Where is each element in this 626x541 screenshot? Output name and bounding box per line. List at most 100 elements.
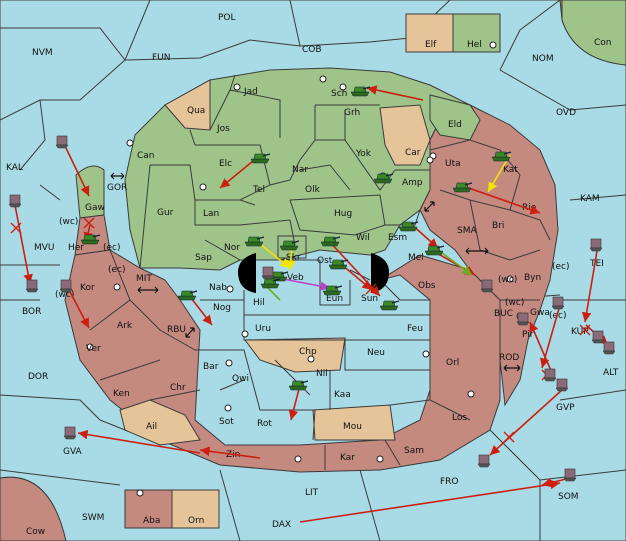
land-car: Car: [405, 148, 421, 158]
coast-gwa-wc: (wc): [505, 298, 524, 308]
land-elc: Elc: [219, 159, 232, 169]
land-wil: Wil: [356, 233, 370, 243]
sea-gvp: GVP: [556, 403, 575, 413]
strait-cap-right: [371, 253, 389, 293]
fleet-hil: [261, 266, 275, 280]
land-uta: Uta: [445, 159, 461, 169]
land-gaw: Gaw: [85, 203, 105, 213]
sea-ovd: OVD: [556, 108, 576, 118]
link-markers: [110, 172, 521, 372]
fleet-smw: [480, 279, 494, 293]
land-lan: Lan: [203, 209, 219, 219]
land-car[interactable]: [379, 104, 431, 166]
land-chp[interactable]: [244, 337, 346, 373]
coast-kor-wc: (wc): [55, 290, 74, 300]
sea-buc: BUC: [494, 309, 513, 319]
land-ost: Ost: [317, 256, 333, 266]
fleet-tei: [589, 238, 603, 252]
land-nar: Nar: [292, 165, 308, 175]
coast-byn-ec: (ec): [552, 262, 570, 272]
land-orl: Orl: [446, 358, 459, 368]
land-bar: Bar: [203, 362, 219, 372]
sea-gor: GOR: [107, 183, 127, 193]
sea-mit: MIT: [136, 274, 152, 284]
land-nab: Nab: [209, 283, 227, 293]
land-kaa: Kaa: [334, 390, 351, 400]
land-sot: Sot: [219, 417, 234, 427]
sea-mvu: MVU: [34, 243, 55, 253]
sea-dax: DAX: [272, 520, 291, 530]
fleet-gva: [63, 426, 77, 440]
land-aba[interactable]: [124, 489, 173, 529]
sea-gva: GVA: [63, 447, 83, 457]
fleet-fro: [477, 454, 491, 468]
order-green-1: [437, 249, 473, 276]
sea-nvm: NVM: [32, 48, 53, 58]
province-borders: [89, 74, 551, 470]
sea-cob: COB: [302, 45, 322, 55]
fleet-kup: [591, 330, 605, 344]
land-eun: Eun: [326, 294, 343, 304]
coast-tags: (wc) (ec) (ec) (wc) (wc) (ec) (wc) (ec): [55, 217, 570, 321]
land-veb: Veb: [287, 273, 304, 283]
strait-cap-left: [238, 253, 256, 293]
land-mass-east[interactable]: [419, 104, 559, 407]
sea-con: Con: [594, 38, 612, 48]
land-ark: Ark: [117, 321, 133, 331]
legend-left-label: Elf: [425, 40, 437, 50]
sea-kam: KAM: [580, 194, 600, 204]
land-chr: Chr: [170, 383, 186, 393]
fleet-gvp: [555, 378, 569, 392]
land-mel: Mel: [408, 253, 424, 263]
legend-right-label: Hel: [467, 40, 482, 50]
orders-red: [14, 85, 609, 523]
land-hug: Hug: [334, 209, 352, 219]
sea-nom: NOM: [532, 54, 554, 64]
sea-rbu: RBU: [167, 325, 186, 335]
land-her: Her: [68, 243, 84, 253]
fleet-gwa: [551, 296, 565, 310]
fleet-kal: [8, 194, 22, 208]
land-kat: Kat: [503, 165, 518, 175]
land-mou: Mou: [343, 422, 362, 432]
land-tel: Tel: [252, 185, 265, 195]
land-orn[interactable]: [171, 489, 220, 529]
land-feu: Feu: [407, 324, 423, 334]
sea-kup: KUP: [571, 327, 589, 337]
sea-pol: POL: [218, 13, 236, 23]
land-byn: Byn: [524, 273, 541, 283]
order-purple-1: [277, 277, 331, 291]
land-sun: Sun: [361, 294, 378, 304]
land-ver: Ver: [86, 344, 101, 354]
sea-tei: TEI: [589, 259, 604, 269]
land-mou[interactable]: [312, 404, 396, 441]
coast-gwa-ec: (ec): [549, 311, 567, 321]
sea-lit: LIT: [305, 488, 319, 498]
fleet-kor: [59, 279, 73, 293]
sea-fun: FUN: [152, 53, 171, 63]
sea-swm: SWM: [82, 513, 104, 523]
fleet-som: [563, 468, 577, 482]
land-pir: Pir: [522, 330, 534, 340]
land-kor: Kor: [80, 283, 95, 293]
land-chp: Chp: [299, 347, 317, 357]
sea-labels: POL NVM FUN COB NOM Con OVD KAL GOR MVU …: [6, 13, 619, 537]
sea-kal: KAL: [6, 163, 23, 173]
fleet-rod: [543, 368, 557, 382]
land-yok: Yok: [355, 149, 372, 159]
land-qua: Qua: [187, 106, 205, 116]
land-nog: Nog: [213, 303, 231, 313]
land-olk: Olk: [305, 185, 321, 195]
fleet-bor: [25, 279, 39, 293]
land-neu: Neu: [367, 348, 385, 358]
coast-byn-wc: (wc): [498, 275, 517, 285]
land-nil: Nil: [316, 369, 328, 379]
land-hil: Hil: [253, 298, 265, 308]
land-skr: Skr: [286, 253, 301, 263]
land-can: Can: [137, 151, 155, 161]
land-gaw[interactable]: [75, 165, 105, 219]
coast-kor-ec: (ec): [108, 265, 126, 275]
land-sch: Sch: [331, 89, 347, 99]
sea-fro: FRO: [440, 477, 459, 487]
